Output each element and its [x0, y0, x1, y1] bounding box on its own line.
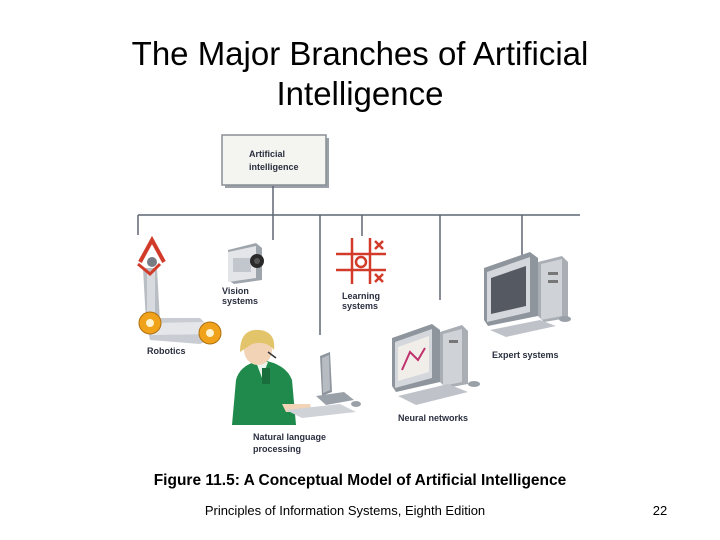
page-number: 22: [640, 503, 680, 518]
root-label-line1: Artificial: [249, 149, 285, 159]
expert-label: Expert systems: [492, 350, 559, 360]
neural-network-computer-icon: [392, 324, 480, 405]
learning-label-line2: systems: [342, 301, 378, 311]
footer-text: Principles of Information Systems, Eight…: [170, 503, 520, 518]
root-node: Artificial intelligence: [222, 135, 329, 188]
expert-computer-icon: [484, 252, 571, 337]
tic-tac-toe-icon: [336, 238, 386, 284]
robotic-arm-icon: [138, 240, 221, 344]
nlp-label-line2: processing: [253, 444, 301, 454]
figure-caption: Figure 11.5: A Conceptual Model of Artif…: [60, 472, 660, 490]
camera-icon: [228, 243, 264, 284]
neural-label: Neural networks: [398, 413, 468, 423]
root-label-line2: intelligence: [249, 162, 299, 172]
learning-label-line1: Learning: [342, 291, 380, 301]
nlp-label-line1: Natural language: [253, 432, 326, 442]
person-at-computer-icon: [232, 330, 361, 425]
vision-label-line1: Vision: [222, 286, 249, 296]
robotics-label: Robotics: [147, 346, 186, 356]
vision-label-line2: systems: [222, 296, 258, 306]
